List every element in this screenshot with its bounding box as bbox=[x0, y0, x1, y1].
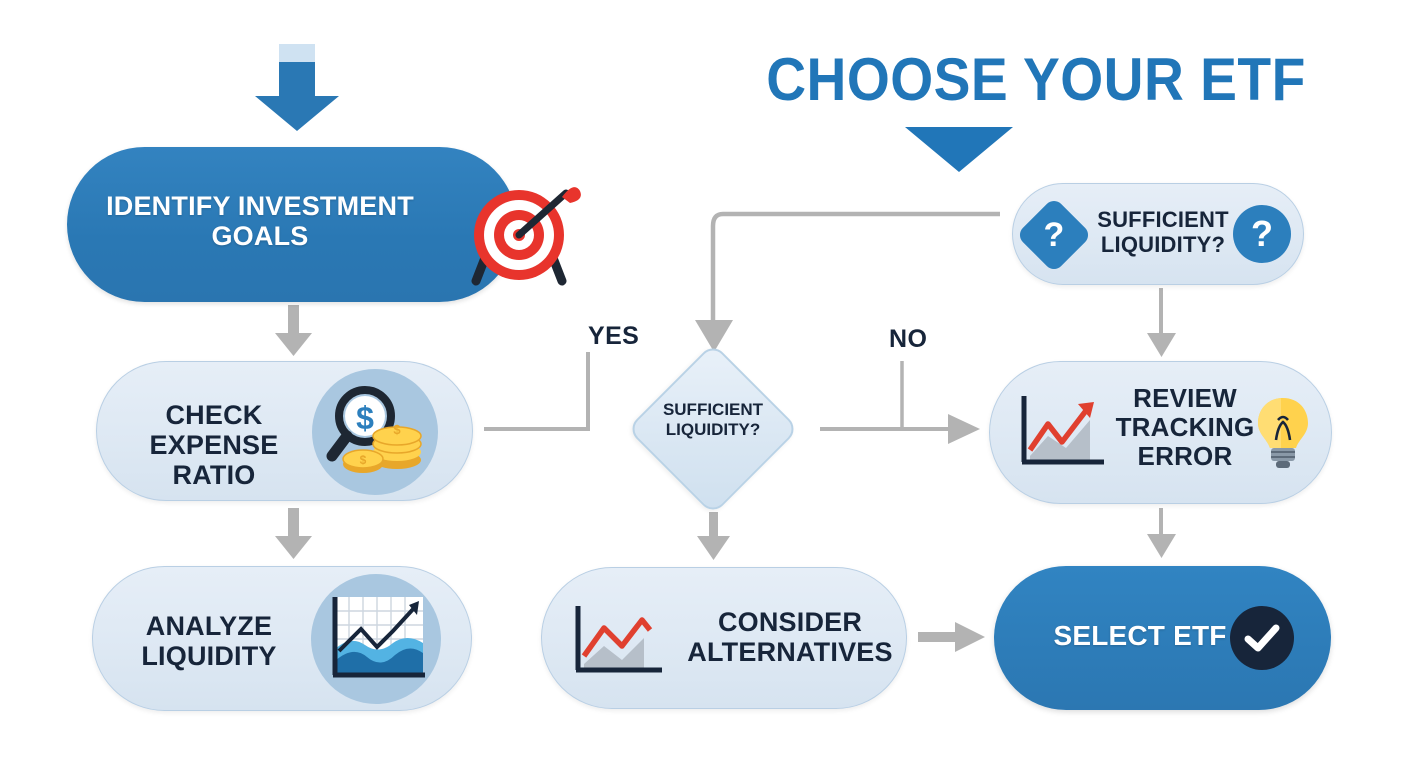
liquidity-icon-disc bbox=[311, 574, 441, 704]
node-review-tracking-error[interactable]: REVIEW TRACKING ERROR bbox=[989, 361, 1332, 504]
intro-down-arrow-icon bbox=[255, 44, 339, 131]
node-check-expense-ratio[interactable]: $ $ $ CHECK EXPENSE RATIO bbox=[96, 361, 473, 501]
edge-goals-to-expense bbox=[275, 305, 312, 356]
edge-liquidity-pill-to-decision bbox=[695, 211, 1000, 352]
node-label: SUFFICIENT LIQUIDITY? bbox=[1097, 207, 1229, 257]
edge-no-path bbox=[820, 361, 980, 444]
node-identify-investment-goals[interactable]: IDENTIFY INVESTMENT GOALS bbox=[67, 147, 581, 302]
edge-decision-to-alternatives bbox=[697, 512, 730, 560]
svg-text:$: $ bbox=[393, 422, 401, 437]
magnifier-dollar-coins-icon: $ $ $ bbox=[326, 386, 422, 473]
decision-label: SUFFICIENT LIQUIDITY? bbox=[662, 400, 764, 440]
check-glyph bbox=[1244, 624, 1280, 652]
node-consider-alternatives[interactable]: CONSIDER ALTERNATIVES bbox=[541, 567, 907, 709]
edge-yes-path bbox=[484, 352, 590, 431]
edge-label-no: NO bbox=[889, 325, 928, 353]
page-title: CHOOSE YOUR ETF bbox=[766, 46, 1306, 113]
node-label: REVIEW TRACKING ERROR bbox=[1115, 383, 1255, 472]
node-label: IDENTIFY INVESTMENT GOALS bbox=[106, 191, 414, 252]
node-select-etf[interactable]: SELECT ETF bbox=[994, 566, 1331, 710]
area-chart-icon bbox=[332, 597, 425, 678]
question-mark-glyph: ? bbox=[1043, 215, 1065, 254]
edge-label-yes: YES bbox=[588, 322, 640, 350]
edge-expense-to-analyze bbox=[275, 508, 312, 559]
node-label: SELECT ETF bbox=[1053, 620, 1227, 651]
node-label: CONSIDER ALTERNATIVES bbox=[687, 607, 893, 668]
lightbulb-icon bbox=[1258, 398, 1308, 468]
red-line-chart-icon bbox=[575, 606, 662, 673]
svg-text:$: $ bbox=[360, 453, 367, 467]
question-circle-icon: ? bbox=[1233, 205, 1291, 263]
edge-review-to-select bbox=[1147, 508, 1176, 558]
title-down-arrow-icon bbox=[905, 127, 1013, 172]
edge-alternatives-to-select bbox=[918, 622, 985, 652]
node-analyze-liquidity[interactable]: ANALYZE LIQUIDITY bbox=[92, 566, 472, 711]
target-icon bbox=[471, 187, 581, 286]
node-sufficient-liquidity-pill[interactable]: ? SUFFICIENT LIQUIDITY? ? bbox=[1012, 183, 1304, 285]
node-label: CHECK EXPENSE RATIO bbox=[149, 400, 279, 491]
node-label: ANALYZE LIQUIDITY bbox=[141, 611, 277, 672]
question-mark-glyph-2: ? bbox=[1251, 213, 1273, 254]
trend-up-chart-icon bbox=[1021, 396, 1104, 465]
question-diamond-icon: ? bbox=[1015, 196, 1093, 274]
check-circle-icon bbox=[1230, 606, 1294, 670]
expense-icon-disc: $ $ $ bbox=[312, 369, 438, 495]
svg-text:$: $ bbox=[356, 400, 374, 436]
edge-pill-to-review bbox=[1147, 288, 1176, 357]
